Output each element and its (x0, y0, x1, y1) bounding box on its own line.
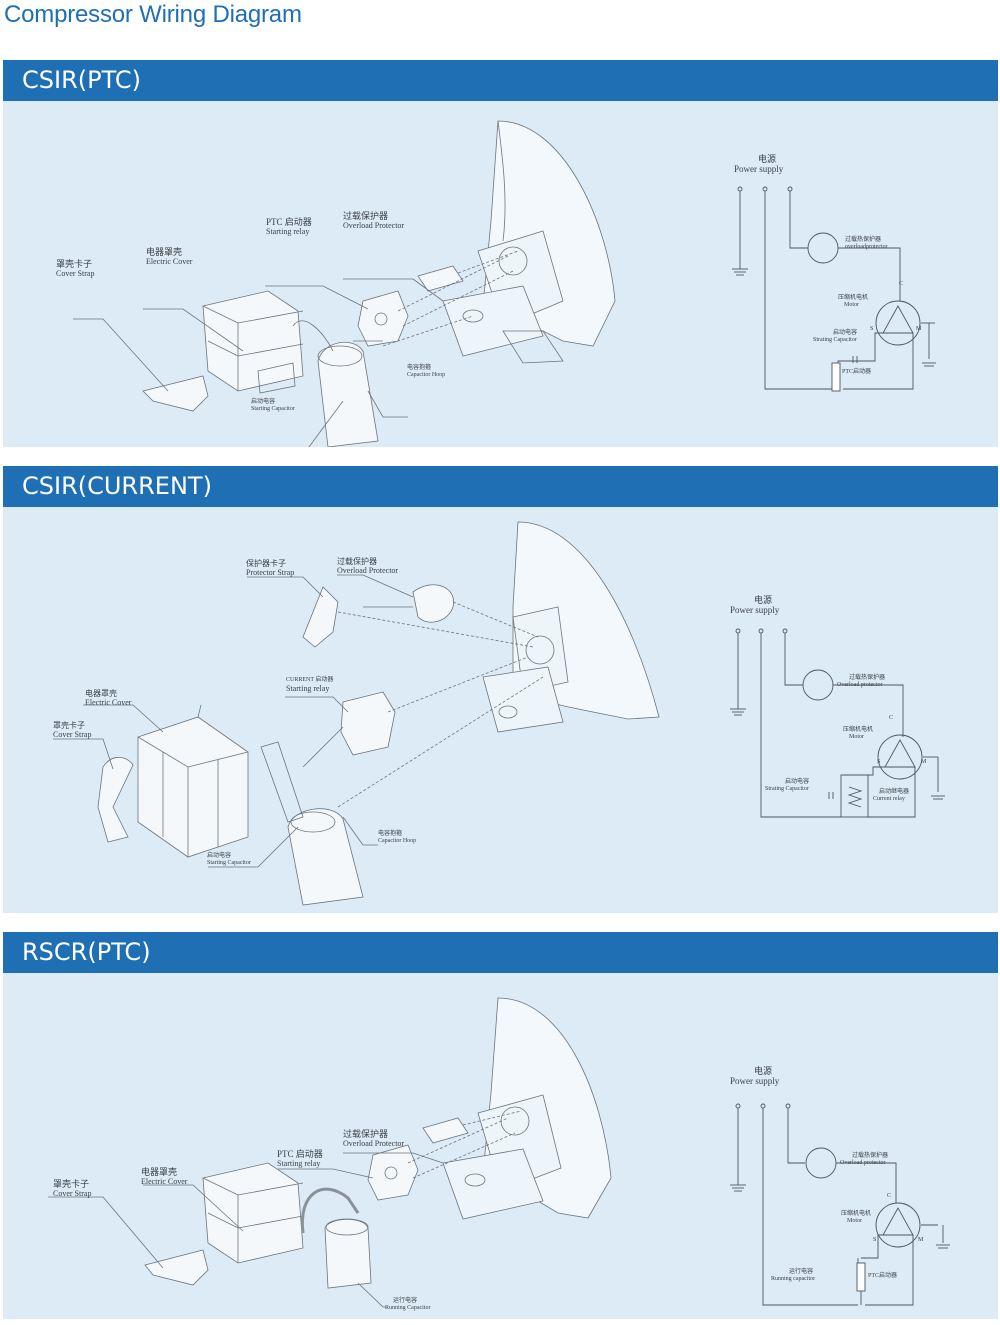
label-power-supply: 电源 Power supply (730, 595, 780, 616)
starting-capacitor (287, 808, 364, 906)
label-capacitor-hoop: 电容抱箍 Capacitor Hoop (407, 365, 446, 378)
assembly-drawing (73, 120, 936, 447)
pin-c: C (887, 1193, 892, 1199)
diagram-panel: 罩壳卡子 Cover Strap 电器罩壳 Electric Cover PTC… (3, 101, 998, 447)
assembly-drawing (53, 521, 945, 906)
section-csir-current: CSIR(CURRENT) (3, 466, 998, 913)
label-ptc-relay-circuit: PTC启动器 (868, 1273, 898, 1279)
label-cover-strap: 罩壳卡子 Cover Strap (56, 259, 95, 279)
electric-cover (202, 290, 304, 392)
label-power-supply: 电源 Power supply (734, 154, 784, 175)
label-current-relay: CURRENT 启动器 Starting relay (286, 677, 334, 693)
assembly-drawing (48, 997, 950, 1308)
pin-c: C (889, 715, 894, 721)
label-overload-protector: 过载保护器 Overload Protector (343, 211, 405, 231)
label-overload-protector: 过载保护器 Overload Protector (343, 1129, 405, 1149)
label-motor: 压缩机电机 Motor (841, 1211, 872, 1224)
motor-symbol (875, 300, 921, 346)
current-relay (340, 691, 396, 756)
electric-cover (137, 716, 249, 858)
pin-s: S (873, 1237, 877, 1243)
current-relay-symbol (840, 774, 869, 818)
label-current-relay-circuit: 启动继电器 Current relay (873, 789, 910, 802)
section-rscr-ptc: RSCR(PTC) (3, 932, 998, 1319)
pin-s: S (877, 759, 881, 765)
motor-symbol (877, 734, 923, 780)
label-capacitor-circuit: 启动电容 Strating Capacitor (765, 779, 810, 792)
label-overload-protector: 过载保护器 Overload Protector (337, 557, 399, 576)
section-title: CSIR(PTC) (3, 60, 998, 101)
label-running-capacitor: 运行电容 Running Capacitor (385, 1298, 431, 1311)
page-title: Compressor Wiring Diagram (4, 1, 302, 28)
label-capacitor-circuit: 启动电容 Strating Capacitor (813, 330, 858, 343)
label-cover-strap: 罩壳卡子 Cover Strap (53, 721, 92, 740)
electric-cover (202, 1162, 304, 1264)
cover-strap (97, 756, 134, 843)
label-electric-cover: 电器罩壳 Electric Cover (146, 247, 193, 267)
label-power-supply: 电源 Power supply (730, 1066, 780, 1087)
overload-protector (417, 265, 464, 292)
pin-c: C (899, 281, 904, 287)
ptc-relay (367, 1144, 419, 1201)
overload-protector-symbol (807, 232, 839, 264)
diagram-panel: 罩壳卡子 Cover Strap 电器罩壳 Electric Cover PTC… (3, 973, 998, 1319)
ptc-relay-symbol (831, 362, 841, 392)
label-starting-relay: PTC 启动器 Starting relay (266, 217, 312, 237)
label-motor: 压缩机电机 Motor (838, 295, 869, 308)
pin-s: S (870, 326, 874, 332)
label-motor: 压缩机电机 Motor (843, 727, 874, 740)
pin-m: M (921, 759, 927, 765)
label-electric-cover: 电器罩壳 Electric Cover (141, 1167, 188, 1187)
label-ptc-relay-circuit: PTC启动器 (842, 369, 872, 375)
label-capacitor-circuit: 运行电容 Running capacitor (771, 1269, 816, 1282)
cover-strap (142, 375, 209, 412)
label-capacitor-hoop: 电容抱箍 Capacitor Hoop (378, 831, 417, 844)
motor-symbol (875, 1202, 921, 1248)
overload-protector-symbol (802, 669, 834, 701)
overload-protector (412, 584, 455, 623)
overload-protector-symbol (805, 1147, 837, 1179)
label-starting-capacitor: 启动电容 Starting Capacitor (251, 399, 295, 412)
ptc-relay (357, 290, 409, 347)
label-overload-circuit: 过载热保护器 overloadprotector (845, 237, 888, 250)
label-protector-strap: 保护器卡子 Protector Strap (246, 559, 295, 578)
ptc-relay-symbol (856, 1262, 866, 1292)
cover-strap (144, 1249, 209, 1286)
label-electric-cover: 电器罩壳 Electric Cover (85, 689, 132, 708)
label-cover-strap: 罩壳卡子 Cover Strap (53, 1179, 92, 1199)
diagram-panel: 保护器卡子 Protector Strap 过载保护器 Overload Pro… (3, 507, 998, 913)
label-starting-relay: PTC 启动器 Starting relay (277, 1149, 323, 1169)
label-starting-capacitor: 启动电容 Starting Capacitor (207, 853, 251, 866)
label-overload-circuit: 过载热保护器 Overload protector (837, 675, 886, 688)
starting-capacitor (317, 342, 379, 447)
pin-m: M (918, 1237, 924, 1243)
pin-m: M (916, 326, 922, 332)
running-capacitor (324, 1218, 372, 1289)
protector-strap (302, 586, 339, 648)
overload-protector (422, 1117, 469, 1144)
label-overload-circuit: 过载热保护器 Overload protector (840, 1153, 889, 1166)
section-title: CSIR(CURRENT) (3, 466, 998, 507)
section-csir-ptc: CSIR(PTC) (3, 60, 998, 447)
section-title: RSCR(PTC) (3, 932, 998, 973)
